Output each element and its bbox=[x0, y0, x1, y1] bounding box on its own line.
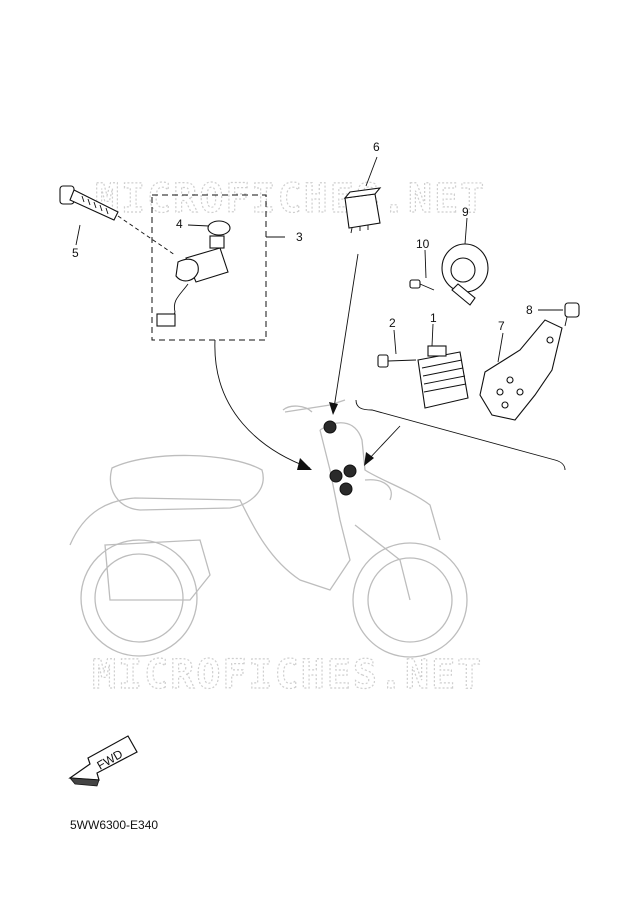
arrow-switch bbox=[214, 339, 311, 469]
arrow-group bbox=[367, 425, 401, 461]
watermark-top: MICROFICHES.NET bbox=[95, 176, 486, 222]
fwd-arrow: FWD bbox=[68, 735, 138, 787]
callout-2: 2 bbox=[389, 316, 396, 330]
watermark-bottom: MICROFICHES.NET bbox=[92, 652, 483, 698]
mount-point-4 bbox=[339, 482, 353, 496]
callout-7: 7 bbox=[498, 319, 505, 333]
mount-point-1 bbox=[323, 420, 337, 434]
mount-point-2 bbox=[329, 469, 343, 483]
mount-point-3 bbox=[343, 464, 357, 478]
callout-5: 5 bbox=[72, 246, 79, 260]
relay-part-6 bbox=[343, 187, 382, 234]
callout-1: 1 bbox=[430, 311, 437, 325]
bolt-part-2 bbox=[377, 354, 417, 368]
rectifier-part-1 bbox=[417, 345, 469, 409]
horn-part-9 bbox=[441, 243, 489, 306]
callout-3: 3 bbox=[296, 230, 303, 244]
bolt-part-5 bbox=[59, 185, 176, 256]
callout-8: 8 bbox=[526, 303, 533, 317]
screw-part-10 bbox=[409, 279, 435, 291]
switch-assembly-box bbox=[151, 194, 267, 341]
bolt-part-8 bbox=[564, 302, 580, 327]
main-switch-part-3 bbox=[156, 220, 231, 327]
bracket-part-7 bbox=[479, 319, 563, 421]
arrow-relay bbox=[333, 253, 359, 409]
group-bracket bbox=[355, 399, 566, 471]
callout-4: 4 bbox=[176, 217, 183, 231]
callout-6: 6 bbox=[373, 140, 380, 154]
callout-10: 10 bbox=[416, 237, 430, 251]
scooter-outline bbox=[69, 399, 468, 658]
diagram-code: 5WW6300-E340 bbox=[70, 818, 159, 832]
callout-9: 9 bbox=[462, 205, 469, 219]
